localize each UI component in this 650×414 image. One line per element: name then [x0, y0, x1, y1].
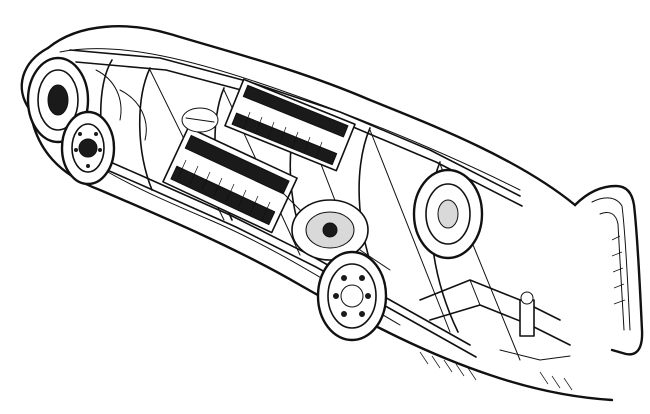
front-engine	[162, 126, 298, 234]
rear-suspension	[419, 279, 571, 361]
transmission	[279, 189, 391, 271]
rear-left-wheel	[412, 168, 484, 260]
rear-engine	[224, 78, 356, 172]
front-right-wheel	[60, 110, 116, 186]
tail-fin	[573, 184, 644, 356]
belly-shading	[419, 351, 573, 391]
cockpit-details	[95, 69, 219, 141]
rear-right-wheel	[316, 250, 388, 342]
